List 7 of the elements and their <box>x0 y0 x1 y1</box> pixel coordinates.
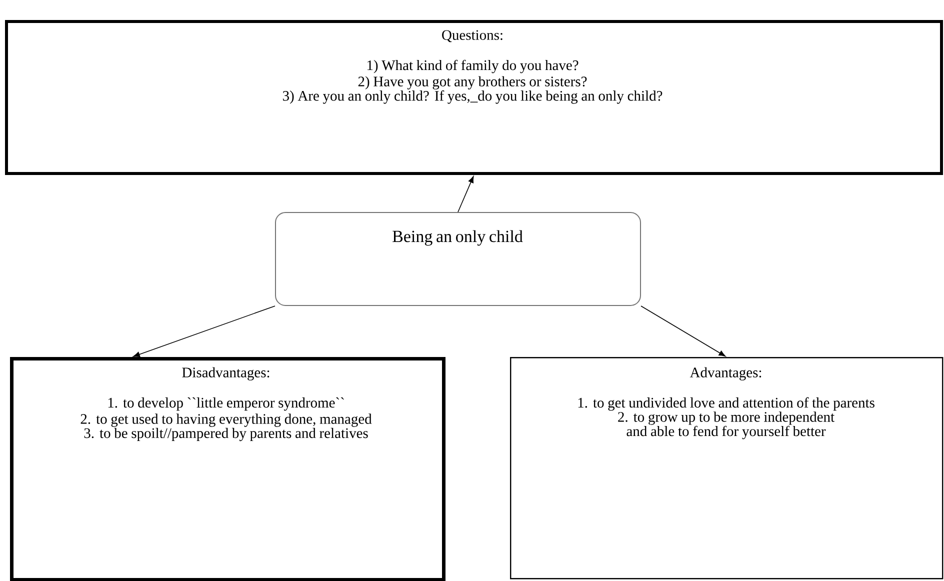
topic-box: Being an only child <box>275 212 641 306</box>
arrow <box>458 176 474 212</box>
arrow <box>133 306 276 358</box>
arrow <box>640 306 726 357</box>
advantages-box: Advantages: 1. to get undivided love and attention of the parents 2. to grow up to be more independent and able to fend for yourself better <box>510 357 944 580</box>
question-box: Questions: 1) What kind of family do you have? 2) Have you got any brothers or sisters? 3) Are you an only child? If yes,_do you like being an only child? <box>5 20 944 175</box>
disadvantages-box: Disadvantages: 1. to develop ``little emperor syndrome`` 2. to get used to having everything done, managed 3. to be spoilt//pampered by parents and relatives <box>10 357 446 581</box>
